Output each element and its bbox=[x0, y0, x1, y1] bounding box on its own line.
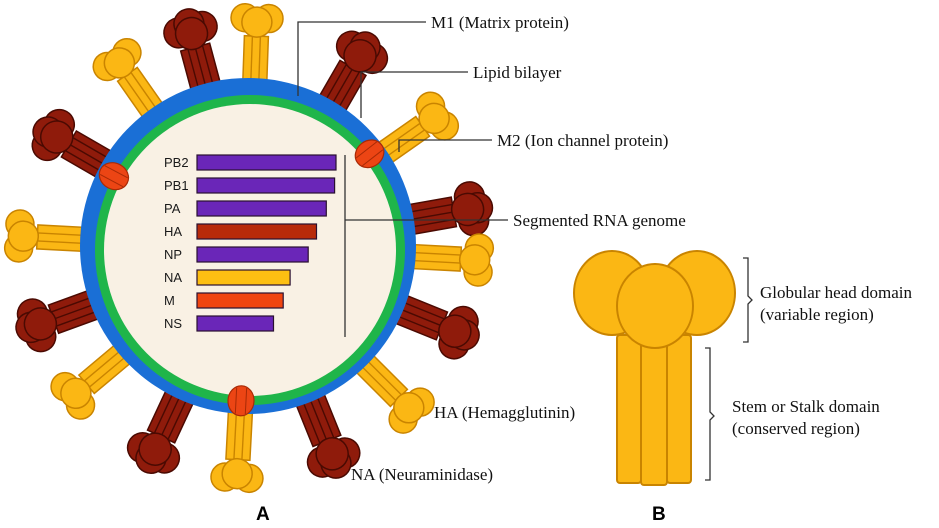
segment-label: NA bbox=[164, 270, 182, 285]
segment-bar bbox=[196, 200, 327, 217]
na-label: NA (Neuraminidase) bbox=[351, 465, 493, 484]
m2-label: M2 (Ion channel protein) bbox=[497, 131, 668, 150]
m1-label: M1 (Matrix protein) bbox=[431, 13, 569, 32]
ha-stem-strand bbox=[666, 334, 692, 484]
m2-channel bbox=[227, 385, 255, 417]
genome-segment-pb1: PB1 bbox=[164, 177, 336, 194]
ha-stem bbox=[616, 334, 692, 486]
head-bracket bbox=[743, 257, 753, 343]
segment-label: M bbox=[164, 293, 175, 308]
ha-head-subunit bbox=[616, 263, 694, 349]
lipid-bilayer-label: Lipid bilayer bbox=[473, 63, 562, 82]
segment-label: HA bbox=[164, 224, 182, 239]
segment-label: PB1 bbox=[164, 178, 189, 193]
segment-bar bbox=[196, 315, 275, 332]
panel-b-label: B bbox=[652, 504, 666, 525]
head-domain-label: Globular head domain bbox=[760, 283, 913, 302]
genome-segment-np: NP bbox=[164, 246, 309, 263]
segment-label: PA bbox=[164, 201, 181, 216]
stem-bracket bbox=[705, 347, 715, 481]
m2-channel bbox=[98, 162, 130, 191]
m2-leader-line bbox=[398, 139, 492, 152]
lipid-leader-line bbox=[360, 71, 468, 118]
segment-bar bbox=[196, 269, 291, 286]
segment-label: NP bbox=[164, 247, 182, 262]
segment-bar bbox=[196, 154, 337, 171]
surface-spikes bbox=[3, 2, 495, 494]
stem-domain-sublabel: (conserved region) bbox=[732, 419, 860, 438]
segment-bar bbox=[196, 246, 309, 263]
genome-segment-m: M bbox=[164, 292, 284, 309]
ha-stem-strand bbox=[640, 339, 668, 486]
segment-bar bbox=[196, 223, 318, 240]
ha-stem-strand bbox=[616, 334, 642, 484]
stem-domain-label: Stem or Stalk domain bbox=[732, 397, 880, 416]
ha-globular-head bbox=[573, 250, 736, 349]
m2-ion-channels bbox=[98, 139, 385, 417]
genome-segment-na: NA bbox=[164, 269, 291, 286]
segment-bar bbox=[196, 177, 336, 194]
ha-label: HA (Hemagglutinin) bbox=[434, 403, 575, 422]
segment-label: PB2 bbox=[164, 155, 189, 170]
panel-b-hemagglutinin: Globular head domain (variable region) S… bbox=[573, 250, 913, 525]
ha-spike bbox=[3, 209, 101, 263]
genome-segment-ha: HA bbox=[164, 223, 318, 240]
genome-segment-pa: PA bbox=[164, 200, 327, 217]
panel-a-label: A bbox=[256, 504, 270, 525]
m1-leader-line bbox=[297, 21, 426, 96]
segment-label: NS bbox=[164, 316, 182, 331]
m2-channel bbox=[354, 139, 385, 169]
head-domain-sublabel: (variable region) bbox=[760, 305, 874, 324]
segment-bar bbox=[196, 292, 284, 309]
genome-segment-pb2: PB2 bbox=[164, 154, 337, 171]
genome-segment-ns: NS bbox=[164, 315, 275, 332]
rna-genome-label: Segmented RNA genome bbox=[513, 211, 686, 230]
